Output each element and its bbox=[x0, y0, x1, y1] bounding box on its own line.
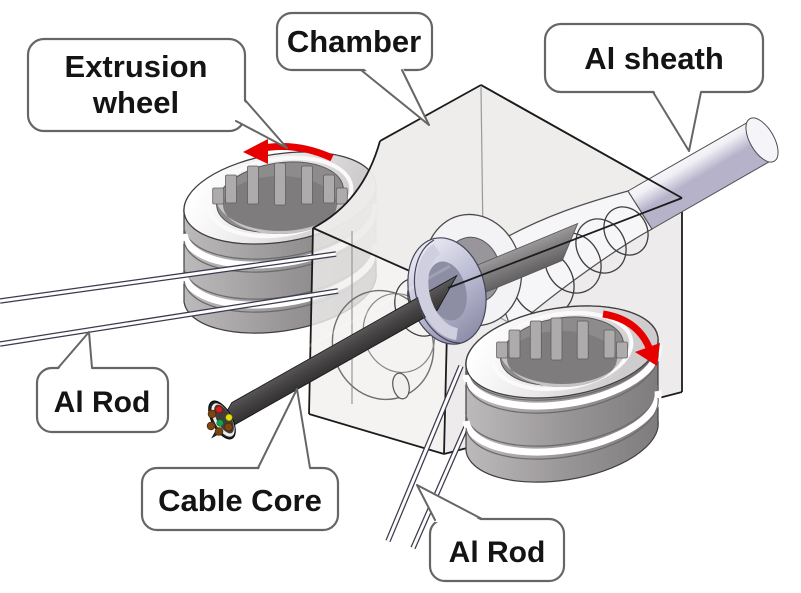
chamber-label: Chamber bbox=[287, 24, 421, 59]
wheel-right-splines bbox=[496, 317, 628, 361]
chamber-interior-edge bbox=[480, 86, 484, 239]
core-wire-yellow bbox=[225, 413, 233, 422]
sheath-end-cap bbox=[745, 117, 779, 163]
callout-bubble bbox=[26, 37, 247, 133]
callout-bubble bbox=[275, 11, 434, 72]
wheel-right-groove-2 bbox=[462, 390, 662, 456]
al-rod-left-upper bbox=[0, 252, 337, 303]
core-wire-red bbox=[215, 405, 223, 414]
callout-bubble bbox=[140, 466, 340, 532]
chamber-top-face bbox=[313, 85, 682, 288]
rotation-arrowhead-icon bbox=[635, 343, 660, 366]
callout-tail bbox=[652, 91, 702, 152]
callout-cable-core: Cable Core bbox=[140, 388, 340, 532]
callout-tail bbox=[258, 389, 310, 471]
cable-jacket bbox=[211, 274, 458, 439]
die-collar-front-rim-edge bbox=[413, 239, 461, 344]
rotation-arrow-right-wheel bbox=[602, 310, 660, 366]
bell-ring bbox=[575, 218, 627, 274]
callout-tail bbox=[416, 484, 483, 521]
callout-chamber: Chamber bbox=[275, 11, 434, 126]
die-collar-front-rim bbox=[416, 243, 459, 340]
callout-bubble bbox=[35, 366, 170, 434]
callout-tail bbox=[58, 332, 92, 370]
chamber-edge bbox=[379, 84, 482, 142]
extrusion-wheel-right bbox=[462, 305, 662, 483]
wheel-right-groove-edge bbox=[465, 397, 659, 460]
extrusion-wheel-label-line1: Extrusion bbox=[65, 49, 208, 84]
callout-tail bbox=[235, 99, 288, 149]
wheel-right-chamfer bbox=[490, 310, 634, 392]
callout-tail bbox=[360, 69, 430, 126]
al-rod-left-pair bbox=[0, 251, 339, 347]
callout-tail bbox=[57, 331, 93, 369]
chamber-edge-over-sheath bbox=[480, 84, 683, 199]
chamber-edge bbox=[308, 413, 445, 455]
al-sheath-label: Al sheath bbox=[584, 41, 724, 76]
al-rod-bottom-left bbox=[386, 365, 463, 542]
core-wire-brown bbox=[206, 421, 216, 431]
al-rod-bottom-label: Al Rod bbox=[449, 536, 546, 569]
callout-tail bbox=[653, 89, 701, 151]
callout-al-sheath: Al sheath bbox=[543, 22, 765, 152]
al-sheath-tube bbox=[447, 84, 779, 289]
callout-tail bbox=[235, 100, 287, 148]
cable-core bbox=[206, 239, 461, 440]
wheel-left-chamfer bbox=[206, 155, 354, 239]
cable-core-label: Cable Core bbox=[158, 483, 322, 518]
extrusion-wheel-label-line2: wheel bbox=[92, 85, 179, 120]
core-wire-brown bbox=[224, 422, 233, 432]
callout-extrusion-wheel: Extrusion wheel bbox=[26, 37, 288, 149]
rotation-arrow-icon bbox=[602, 310, 654, 352]
chamber-hole-left-face bbox=[392, 372, 410, 400]
chamber-notch-arc bbox=[312, 140, 381, 229]
core-wire-brown bbox=[207, 409, 217, 419]
rotation-arrow-left-wheel bbox=[243, 139, 334, 164]
callout-al-rod-left: Al Rod bbox=[35, 331, 170, 434]
callout-bubble bbox=[428, 517, 566, 583]
core-wire-brown bbox=[214, 427, 224, 436]
wheel-right-groove-edge bbox=[465, 384, 659, 447]
callout-al-rod-bottom: Al Rod bbox=[416, 484, 566, 583]
wheel-left-splines bbox=[212, 162, 348, 206]
al-rod-left-label: Al Rod bbox=[54, 386, 151, 419]
rotation-arrowhead-icon bbox=[243, 139, 268, 164]
wheel-right-groove-1 bbox=[462, 344, 662, 410]
cable-highlight bbox=[227, 264, 451, 394]
core-wire-green bbox=[216, 419, 224, 427]
bell-ring bbox=[603, 206, 649, 256]
chamber-edge-over-sheath bbox=[447, 197, 683, 289]
wheel-right-groove-edge bbox=[465, 351, 659, 414]
callout-tail bbox=[257, 388, 311, 469]
al-rod-left-lower bbox=[0, 289, 339, 346]
